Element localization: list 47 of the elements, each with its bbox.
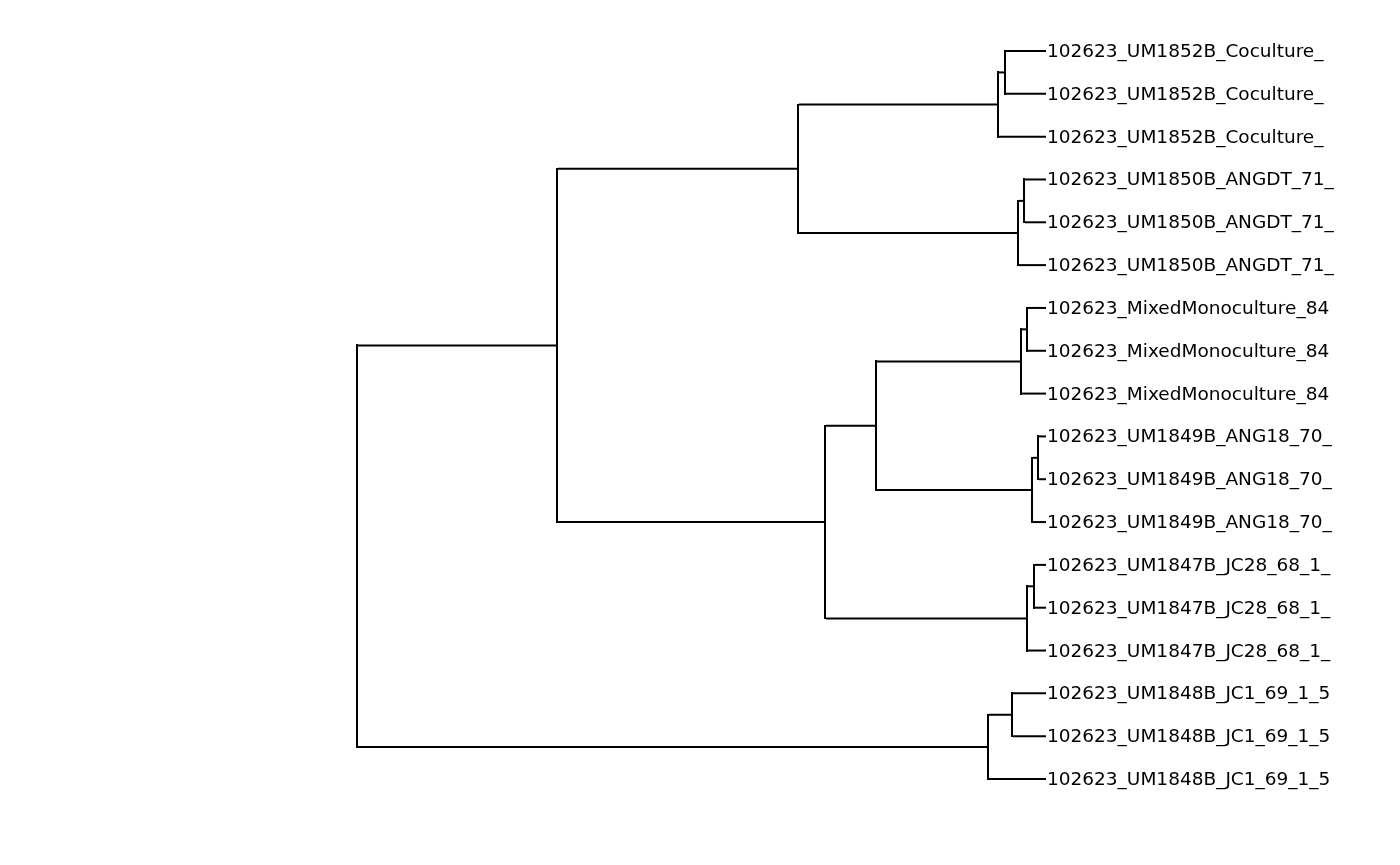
branch-line (825, 424, 877, 427)
branch-line (357, 344, 558, 347)
branch-line (825, 617, 1028, 620)
branch-line (1027, 349, 1047, 352)
leaf-label: 102623_UM1850B_ANGDT_71_ (1047, 168, 1334, 191)
leaf-label: 102623_UM1852B_Coculture_ (1047, 82, 1324, 105)
branch-line (1005, 50, 1047, 52)
branch-line (988, 713, 1013, 716)
branch-line (798, 232, 1019, 234)
branch-line (998, 135, 1047, 138)
leaf-label: 102623_UM1849B_ANG18_70_ (1047, 425, 1332, 448)
leaf-label: 102623_UM1848B_JC1_69_1_5 (1047, 682, 1331, 705)
branch-line (1032, 521, 1047, 524)
branch-line (1005, 92, 1047, 95)
branch-line (1034, 563, 1047, 566)
branch-line (1027, 649, 1047, 652)
leaf-label: 102623_UM1850B_ANGDT_71_ (1047, 254, 1334, 277)
leaf-label: 102623_UM1847B_JC28_68_1_ (1047, 553, 1331, 576)
branch-line (557, 167, 799, 170)
branch-line (876, 488, 1033, 491)
leaf-label: 102623_MixedMonoculture_84 (1047, 339, 1330, 362)
branch-line (1038, 435, 1047, 438)
branch-line (1024, 178, 1047, 181)
branch-line (1034, 606, 1047, 609)
leaf-label: 102623_UM1847B_JC28_68_1_ (1047, 639, 1331, 662)
branch-line (1021, 392, 1047, 395)
branch-line (798, 103, 999, 106)
leaf-label: 102623_MixedMonoculture_84 (1047, 296, 1330, 319)
branch-line (1024, 221, 1047, 224)
leaf-label: 102623_UM1850B_ANGDT_71_ (1047, 211, 1334, 234)
branch-line (876, 360, 1022, 363)
branch-line (1027, 306, 1047, 309)
leaf-label: 102623_MixedMonoculture_84 (1047, 382, 1330, 405)
branch-line (1018, 264, 1047, 267)
branch-line (1038, 478, 1047, 481)
leaf-label: 102623_UM1849B_ANG18_70_ (1047, 511, 1332, 534)
branch-line (988, 778, 1047, 780)
leaf-label: 102623_UM1847B_JC28_68_1_ (1047, 596, 1331, 619)
branch-line (357, 745, 989, 748)
leaf-label: 102623_UM1849B_ANG18_70_ (1047, 468, 1332, 491)
leaf-label: 102623_UM1848B_JC1_69_1_5 (1047, 725, 1331, 748)
leaf-label: 102623_UM1852B_Coculture_ (1047, 125, 1324, 148)
branch-line (1012, 735, 1047, 738)
leaf-label: 102623_UM1852B_Coculture_ (1047, 40, 1324, 62)
leaf-label: 102623_UM1848B_JC1_69_1_5 (1047, 768, 1331, 790)
branch-line (557, 521, 826, 524)
branch-line (1012, 692, 1047, 695)
